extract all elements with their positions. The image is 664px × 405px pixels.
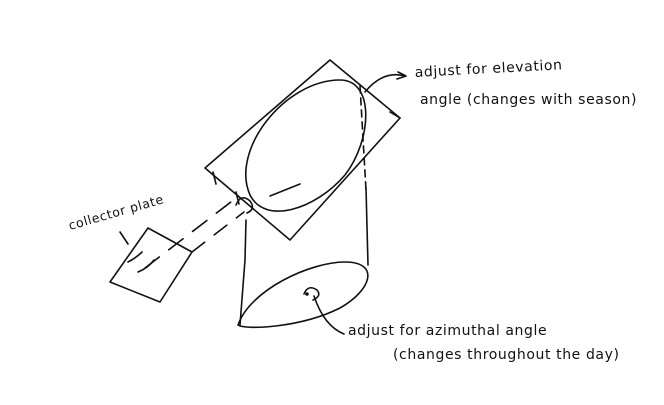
collector-plate — [110, 228, 192, 302]
elevation-label-line2: angle (changes with season) — [420, 92, 637, 108]
mirror-panel — [205, 60, 400, 240]
azimuth-label-line1: adjust for azimuthal angle — [348, 323, 547, 339]
collector-plate-label: collector plate — [67, 191, 166, 233]
azimuth-label-line2: (changes throughout the day) — [393, 347, 620, 363]
mirror-aperture — [246, 80, 366, 211]
elevation-label-line1: adjust for elevation — [414, 57, 563, 81]
cylindrical-base — [238, 188, 368, 327]
